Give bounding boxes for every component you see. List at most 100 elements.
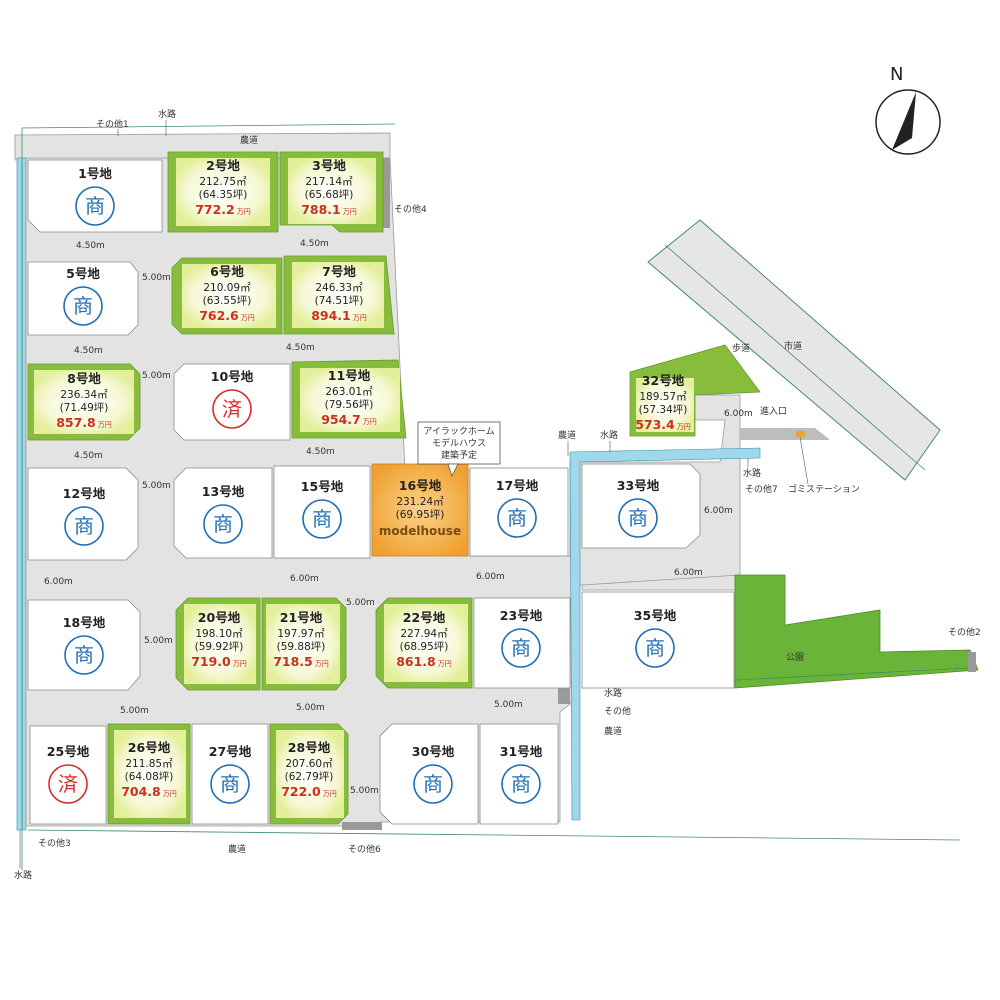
lot-tsubo: (71.49坪) bbox=[60, 401, 109, 414]
lot-price-value: 719.0 bbox=[191, 654, 231, 669]
road-width: 4.50m bbox=[286, 343, 315, 353]
road-width: 6.00m bbox=[476, 572, 505, 582]
stamp-char: 商 bbox=[74, 643, 94, 667]
lot-27-shape[interactable] bbox=[191, 723, 269, 825]
lot-name: 10号地 bbox=[211, 369, 254, 384]
city-road-divider bbox=[664, 244, 926, 471]
lot-price-unit: 万円 bbox=[233, 660, 247, 668]
lot-area: 198.10㎡ bbox=[195, 628, 243, 640]
lot-name: 5号地 bbox=[66, 266, 100, 281]
lot-name: 27号地 bbox=[209, 744, 252, 759]
lot-name: 28号地 bbox=[288, 740, 331, 755]
lot-name: 3号地 bbox=[312, 158, 346, 173]
model-note-1: アイラックホーム bbox=[423, 426, 494, 437]
stamp-char: 済 bbox=[58, 772, 78, 796]
lot-16-shape[interactable] bbox=[371, 463, 469, 557]
lot-price-unit: 万円 bbox=[363, 418, 377, 426]
lot-price-unit: 万円 bbox=[237, 208, 251, 216]
lot-name: 12号地 bbox=[63, 486, 106, 501]
lot-tsubo: (62.79坪) bbox=[285, 770, 334, 783]
stamp-char: 商 bbox=[213, 512, 233, 536]
road-width: 4.50m bbox=[306, 447, 335, 457]
north-boundary bbox=[21, 123, 396, 129]
road-width: 5.00m bbox=[494, 700, 523, 710]
lot-price-value: 772.2 bbox=[195, 202, 235, 217]
road-width: 6.00m bbox=[290, 574, 319, 584]
commercial-stamp-icon bbox=[501, 764, 541, 804]
lot-name: 21号地 bbox=[280, 610, 323, 625]
lot-area: 211.85㎡ bbox=[125, 758, 173, 770]
lot-name: 31号地 bbox=[500, 744, 543, 759]
lot-price-unit: 万円 bbox=[98, 421, 112, 429]
stamp-char: 済 bbox=[222, 397, 242, 421]
road-width: 5.00m bbox=[346, 598, 375, 608]
label-other2: その他2 bbox=[948, 626, 981, 638]
lot-name: 16号地 bbox=[399, 478, 442, 493]
compass-needle bbox=[892, 92, 916, 150]
commercial-stamp-icon bbox=[618, 498, 658, 538]
commercial-stamp-icon bbox=[302, 499, 342, 539]
lot-tsubo: (59.88坪) bbox=[277, 640, 326, 653]
lot-name: 18号地 bbox=[63, 615, 106, 630]
model-note-2: モデルハウス bbox=[432, 437, 486, 449]
lot-price-value: 573.4 bbox=[635, 417, 675, 432]
commercial-stamp-icon bbox=[210, 764, 250, 804]
stamp-char: 商 bbox=[423, 772, 443, 796]
commercial-stamp-icon bbox=[64, 506, 104, 546]
lot-price-unit: 万円 bbox=[323, 790, 337, 798]
north-arrow: N bbox=[875, 64, 941, 155]
label-other4: その他4 bbox=[394, 203, 427, 215]
commercial-stamp-icon bbox=[635, 628, 675, 668]
commercial-stamp-icon bbox=[64, 635, 104, 675]
surrounding-labels: その他1 水路 農道 その他4 農道 水路 歩道 市道 進入口 水路 その他7 … bbox=[14, 108, 981, 881]
lot-name: 15号地 bbox=[301, 479, 344, 494]
lot-tsubo: (64.35坪) bbox=[199, 188, 248, 201]
lot-price-value: 861.8 bbox=[396, 654, 436, 669]
lot-tsubo: (68.95坪) bbox=[400, 640, 449, 653]
road-width: 5.00m bbox=[142, 273, 171, 283]
label-park: 公園 bbox=[786, 652, 804, 663]
lot-price-value: 894.1 bbox=[311, 308, 351, 323]
lot-price-unit: 万円 bbox=[353, 314, 367, 322]
lot-tsubo: (57.34坪) bbox=[639, 403, 688, 416]
road-width: 5.00m bbox=[142, 371, 171, 381]
lot-name: 2号地 bbox=[206, 158, 240, 173]
commercial-stamp-icon bbox=[63, 286, 103, 326]
lot-tsubo: (79.56坪) bbox=[325, 398, 374, 411]
road-width: 6.00m bbox=[674, 568, 703, 578]
other4-strip bbox=[383, 158, 390, 228]
label-other-s: その他 bbox=[604, 705, 631, 717]
lot-tsubo: (59.92坪) bbox=[195, 640, 244, 653]
lot-area: 212.75㎡ bbox=[199, 176, 247, 188]
